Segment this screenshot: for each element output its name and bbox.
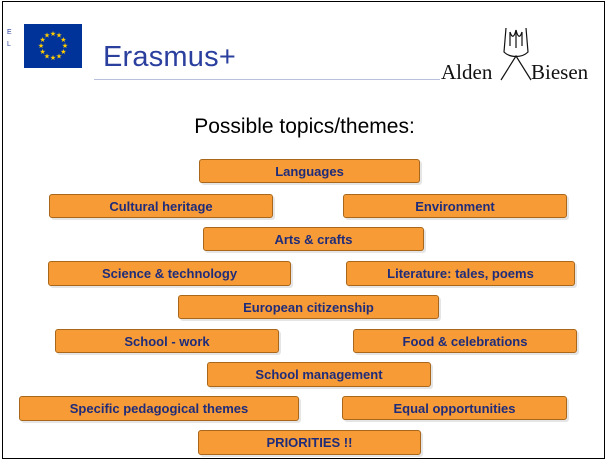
side-mark-e: E <box>7 29 12 36</box>
svg-text:★: ★ <box>62 42 68 50</box>
eu-flag-icon: ★ ★ ★ ★ ★ ★ ★ ★ ★ ★ ★ ★ <box>24 24 82 68</box>
side-marks: E L <box>7 29 12 53</box>
topic-food-celebrations: Food & celebrations <box>353 329 577 353</box>
topic-european-citizenship: European citizenship <box>178 295 439 319</box>
erasmus-brand: Erasmus+ <box>103 41 236 73</box>
svg-text:★: ★ <box>50 30 56 38</box>
topic-arts-crafts: Arts & crafts <box>203 227 424 251</box>
svg-text:★: ★ <box>38 42 44 50</box>
svg-text:★: ★ <box>56 52 62 60</box>
topic-cultural-heritage: Cultural heritage <box>49 194 273 218</box>
svg-text:★: ★ <box>44 32 50 40</box>
svg-text:★: ★ <box>50 54 56 62</box>
svg-text:★: ★ <box>44 52 50 60</box>
topic-science-technology: Science & technology <box>48 261 291 286</box>
biesen-word: Biesen <box>531 60 589 84</box>
alden-biesen-logo <box>500 27 532 81</box>
topic-school-management: School management <box>207 362 431 387</box>
svg-text:★: ★ <box>39 48 45 56</box>
svg-text:★: ★ <box>60 48 66 56</box>
slide-subtitle: Possible topics/themes: <box>194 115 415 138</box>
side-mark-l: L <box>7 41 11 48</box>
topic-priorities: PRIORITIES !! <box>198 430 421 455</box>
svg-text:★: ★ <box>39 36 45 44</box>
topic-equal-opportunities: Equal opportunities <box>342 396 567 420</box>
header-divider <box>94 79 440 80</box>
topic-literature: Literature: tales, poems <box>346 261 575 286</box>
alden-word: Alden <box>441 60 493 84</box>
topic-school-work: School - work <box>55 329 279 353</box>
topic-environment: Environment <box>343 194 567 218</box>
topic-pedagogical-themes: Specific pedagogical themes <box>19 396 299 421</box>
topic-languages: Languages <box>199 159 420 183</box>
svg-text:★: ★ <box>56 32 62 40</box>
svg-text:★: ★ <box>60 36 66 44</box>
